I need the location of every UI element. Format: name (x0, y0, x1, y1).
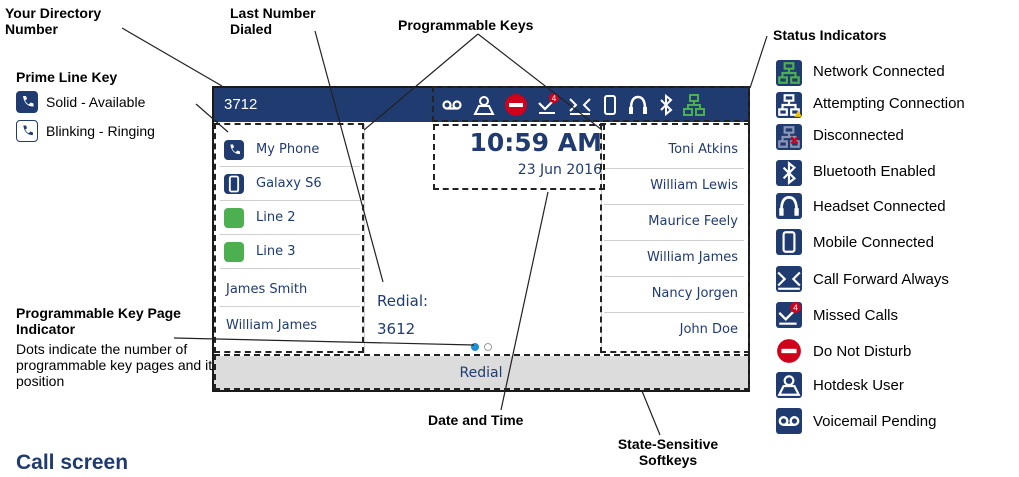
network-icon (683, 94, 705, 116)
callout-softkeys: State-Sensitive Softkeys (617, 436, 719, 468)
callout-status-indicators: Status Indicators (773, 27, 887, 43)
hotdesk-user-legend-icon (776, 372, 802, 398)
softkey-redial[interactable]: Redial (214, 356, 748, 390)
page-indicator-description: Dots indicate the number of programmable… (16, 341, 269, 389)
bluetooth-icon (660, 93, 673, 117)
key-label: My Phone (256, 142, 320, 157)
do-not-disturb-legend-icon (777, 339, 801, 363)
softkey-label: Redial (459, 365, 503, 381)
highlight-left-keys (214, 123, 364, 353)
callout-date-time: Date and Time (428, 412, 524, 428)
key-james-smith[interactable]: James Smith (220, 274, 360, 307)
page-dot-inactive (484, 343, 492, 351)
clock-date: 23 Jun 2016 (517, 162, 602, 178)
legend-label: Do Not Disturb (813, 343, 912, 360)
headset-connected-icon (776, 193, 802, 219)
attempting-connection-icon (776, 92, 802, 118)
headset-icon (629, 95, 647, 114)
line-status-icon (224, 208, 244, 228)
key-label: James Smith (226, 282, 308, 297)
voicemail-pending-icon (776, 408, 802, 434)
redial-number: 3612 (377, 320, 416, 338)
key-label: John Doe (679, 322, 738, 337)
highlight-softkeys (214, 354, 750, 390)
key-my-phone[interactable]: My Phone (220, 134, 360, 167)
key-maurice-feely[interactable]: Maurice Feely (604, 204, 744, 241)
do-not-disturb-icon (505, 94, 527, 116)
phone-solid-icon (16, 91, 38, 113)
mobile-connected-legend-icon (776, 229, 802, 255)
line-status-icon (224, 242, 244, 262)
solid-available-label: Solid - Available (46, 94, 146, 110)
blinking-ringing-label: Blinking - Ringing (46, 123, 155, 139)
missed-calls-legend-count: 4 (793, 303, 798, 313)
disconnected-icon (776, 124, 802, 150)
key-label: William James (646, 250, 738, 265)
key-william-james-right[interactable]: William James (604, 240, 744, 277)
callout-page-indicator: Programmable Key Page Indicator (16, 305, 181, 337)
key-label: Nancy Jorgen (651, 286, 738, 301)
key-label: Maurice Feely (648, 214, 738, 229)
legend-label: Missed Calls (813, 307, 899, 324)
page-dot-active (471, 343, 479, 351)
callout-last-number-dialed: Last Number Dialed (230, 5, 316, 37)
key-line-3[interactable]: Line 3 (220, 236, 360, 269)
mobile-icon (224, 174, 244, 194)
key-label: William James (226, 318, 318, 333)
redial-label: Redial: (377, 292, 429, 310)
missed-calls-icon: 4 (538, 93, 559, 114)
key-nancy-jorgen[interactable]: Nancy Jorgen (604, 276, 744, 313)
call-forward-always-icon (776, 266, 802, 292)
key-john-doe[interactable]: John Doe (604, 312, 744, 348)
legend-label: Network Connected (813, 63, 945, 80)
network-connected-icon (776, 60, 802, 86)
legend-label: Attempting Connection (813, 95, 965, 112)
status-bar: 3712 4 (214, 88, 748, 122)
directory-number: 3712 (224, 96, 258, 113)
missed-calls-count: 4 (552, 94, 557, 103)
legend-label: Hotdesk User (813, 377, 904, 394)
callout-prime-line-key: Prime Line Key (16, 69, 118, 85)
call-forward-icon (569, 98, 591, 115)
legend-label: Voicemail Pending (813, 413, 937, 430)
phone-icon (224, 140, 244, 160)
key-william-james[interactable]: William James (220, 310, 360, 342)
legend-label: Disconnected (813, 127, 904, 144)
voicemail-icon (442, 100, 462, 110)
highlight-date-time (433, 124, 605, 190)
key-line-2[interactable]: Line 2 (220, 202, 360, 235)
legend-label: Mobile Connected (813, 234, 934, 251)
key-label: Line 2 (256, 210, 296, 225)
legend-label: Call Forward Always (813, 271, 949, 288)
key-galaxy-s6[interactable]: Galaxy S6 (220, 168, 360, 201)
hotdesk-user-icon (473, 96, 495, 115)
missed-calls-legend-icon: 4 (776, 302, 802, 328)
key-william-lewis[interactable]: William Lewis (604, 168, 744, 205)
section-title: Call screen (16, 451, 129, 474)
legend-label: Headset Connected (813, 198, 946, 215)
key-label: Line 3 (256, 244, 296, 259)
bluetooth-enabled-icon (776, 160, 802, 186)
key-label: Toni Atkins (668, 142, 738, 157)
key-label: William Lewis (650, 178, 738, 193)
legend-label: Bluetooth Enabled (813, 163, 936, 180)
clock-time: 10:59 AM (469, 128, 602, 157)
phone-blinking-icon (16, 120, 38, 142)
mobile-connected-icon (604, 95, 616, 115)
callout-programmable-keys: Programmable Keys (398, 17, 534, 33)
key-toni-atkins[interactable]: Toni Atkins (604, 132, 744, 169)
highlight-right-keys (600, 123, 750, 353)
callout-directory-number: Your Directory Number (5, 5, 102, 37)
key-label: Galaxy S6 (256, 176, 322, 191)
